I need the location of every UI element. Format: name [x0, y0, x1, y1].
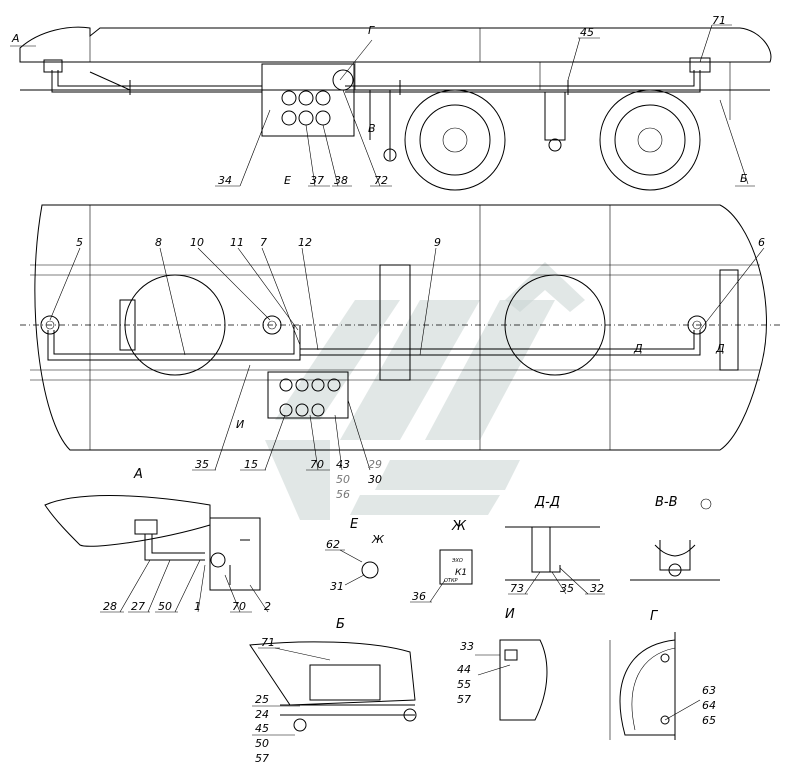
section-mark-d2: Д [715, 342, 725, 355]
detail-g-callout-65: 65 [702, 714, 716, 727]
detail-dd-callout-32: 32 [590, 582, 604, 595]
detail-b-callout-25: 25 [255, 693, 269, 706]
detail-dd-title: Д-Д [534, 495, 560, 510]
detail-zh-callout-36: 36 [412, 590, 426, 603]
plate-bottom-text: ОТКР [444, 578, 458, 584]
detail-b-callout-24: 24 [255, 708, 269, 721]
detail-b: Б 71 25 24 45 50 57 [249, 617, 417, 765]
top-view: Д Д 5 8 10 11 7 12 9 6 35 И 15 70 43 50 … [20, 204, 780, 501]
detail-vv-title: В-В [655, 495, 678, 510]
detail-zh: Ж К1 ЭХО ОТКР 36 [410, 519, 473, 603]
detail-a: А 28 27 50 1 70 2 [44, 467, 271, 613]
detail-e-callout-31: 31 [330, 580, 344, 593]
callout-38: 38 [334, 174, 348, 187]
callout-45: 45 [580, 26, 594, 39]
detail-i-callout-44: 44 [457, 663, 471, 676]
detail-a-callout-28: 28 [103, 600, 117, 613]
callout-35: 35 [195, 458, 209, 471]
detail-i-title: И [505, 607, 515, 622]
watermark-logo [265, 262, 585, 520]
detail-dd-callout-73: 73 [510, 582, 524, 595]
callout-56: 56 [336, 488, 350, 501]
detail-g-title: Г [650, 609, 659, 624]
detail-dd-callout-35: 35 [560, 582, 574, 595]
plate-top-text: ЭХО [451, 558, 463, 564]
detail-i-callout-57: 57 [457, 693, 471, 706]
detail-g: Г 63 64 65 [609, 609, 716, 740]
detail-b-callout-71: 71 [261, 636, 275, 649]
detail-b-title: Б [336, 617, 345, 632]
detail-b-callout-57: 57 [255, 752, 269, 765]
detail-b-callout-50: 50 [255, 737, 269, 750]
callout-9: 9 [434, 236, 441, 249]
detail-a-title: А [133, 467, 143, 482]
callout-15: 15 [244, 458, 258, 471]
detail-a-callout-1: 1 [194, 600, 201, 613]
detail-e-title: Е [350, 517, 359, 532]
detail-zh-title: Ж [451, 519, 467, 534]
detail-vv: В-В [630, 495, 720, 581]
view-marker-a: А [11, 32, 20, 45]
detail-i: И 33 44 55 57 [457, 607, 548, 721]
detail-g-callout-64: 64 [702, 699, 716, 712]
view-marker-b: Б [740, 172, 748, 185]
detail-g-callout-63: 63 [702, 684, 716, 697]
marker-g: Г [368, 24, 375, 37]
callout-10: 10 [190, 236, 204, 249]
detail-a-callout-2: 2 [264, 600, 271, 613]
callout-71: 71 [712, 14, 726, 27]
callout-30: 30 [368, 473, 382, 486]
callout-43: 43 [336, 458, 350, 471]
callout-29: 29 [368, 458, 382, 471]
plate-k1: К1 [455, 568, 467, 578]
callout-72: 72 [374, 174, 388, 187]
detail-e-callout-62: 62 [326, 538, 340, 551]
callout-8: 8 [155, 236, 162, 249]
callout-37: 37 [310, 174, 324, 187]
detail-i-callout-55: 55 [457, 678, 471, 691]
section-mark-e: Е [284, 174, 291, 187]
side-view: А Г В 71 45 Б 34 Е 37 38 72 [10, 14, 772, 191]
callout-5: 5 [76, 236, 83, 249]
detail-b-callout-45: 45 [255, 722, 269, 735]
detail-e: Е Ж 62 31 [325, 517, 385, 593]
marker-v: В [368, 122, 376, 135]
callout-11: 11 [230, 236, 244, 249]
detail-dd: Д-Д 73 35 32 [505, 495, 605, 595]
callout-70: 70 [310, 458, 324, 471]
callout-12: 12 [298, 236, 312, 249]
detail-a-callout-70: 70 [232, 600, 246, 613]
section-mark-i: И [236, 418, 244, 431]
callout-6: 6 [758, 236, 765, 249]
callout-34: 34 [218, 174, 232, 187]
detail-i-callout-33: 33 [460, 640, 474, 653]
callout-7: 7 [260, 236, 267, 249]
section-mark-d1: Д [633, 342, 643, 355]
section-mark-zh: Ж [371, 533, 385, 546]
detail-a-callout-27: 27 [131, 600, 145, 613]
callout-50: 50 [336, 473, 350, 486]
detail-a-callout-50: 50 [158, 600, 172, 613]
